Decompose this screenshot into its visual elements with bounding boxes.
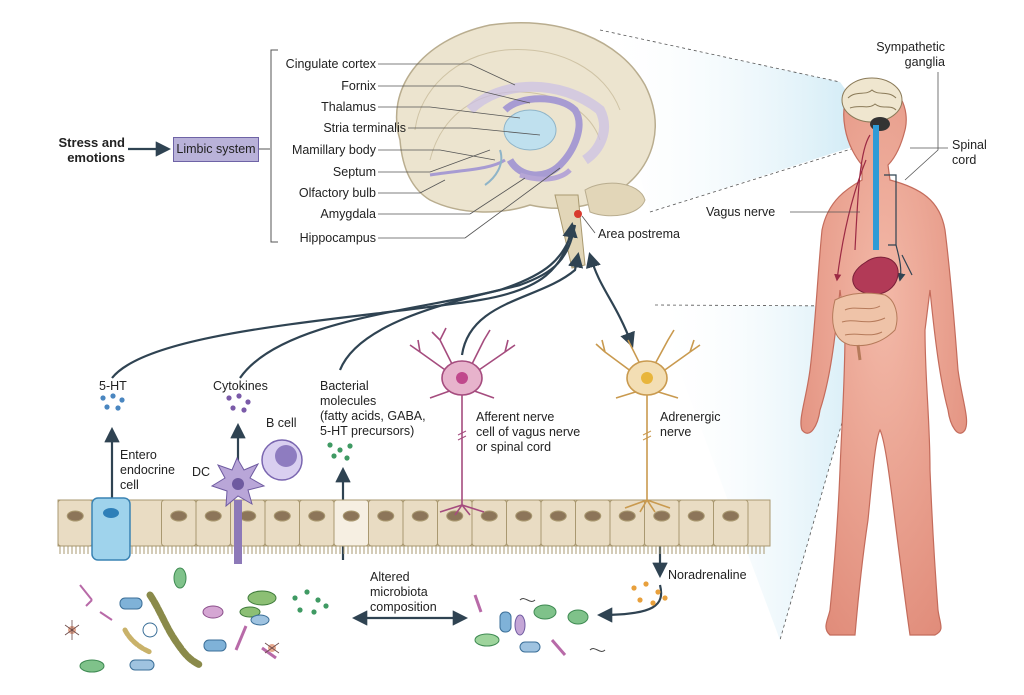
label-altered-line3: composition: [370, 600, 437, 614]
gut-brain-arrows: [104, 221, 668, 626]
label-bacterial-molecules: Bacterial molecules (fatty acids, GABA, …: [320, 379, 426, 439]
stress-label: Stress and emotions: [50, 135, 125, 165]
b-cell-icon: [261, 439, 303, 481]
dendritic-cell-icon: [210, 456, 266, 564]
bacterial-molecule-dots-icon: [292, 442, 353, 615]
label-bacterial-line1: Bacterial: [320, 379, 369, 393]
epithelial-nucleus: [170, 510, 188, 522]
epithelial-nucleus: [584, 510, 602, 522]
epithelial-nucleus: [515, 510, 533, 522]
label-afferent-line2: cell of vagus nerve: [476, 425, 581, 439]
epithelial-nucleus: [549, 510, 567, 522]
label-spinal-line1: Spinal: [952, 138, 987, 152]
epithelial-cell: [161, 499, 197, 547]
epithelial-nucleus: [411, 510, 429, 522]
serotonin-dots-icon: [100, 393, 125, 411]
enteroendocrine-cell-icon: [91, 497, 131, 561]
label-entero-line2: endocrine: [120, 463, 175, 477]
afferent-neuron-icon: [409, 327, 516, 516]
label-sympathetic-line2: ganglia: [904, 55, 945, 69]
epithelial-cell: [678, 499, 714, 547]
stress-label-line2: emotions: [67, 150, 125, 165]
epithelial-cell: [368, 499, 404, 547]
label-amygdala: Amygdala: [320, 207, 376, 221]
epithelial-cell: [264, 499, 300, 547]
body-leader-lines: [790, 72, 948, 213]
label-bacterial-line2: molecules: [320, 394, 377, 408]
epithelial-cell: [195, 499, 231, 547]
brain-leader-lines: [378, 63, 596, 239]
epithelial-cell: [540, 499, 576, 547]
epithelial-nucleus: [204, 510, 222, 522]
epithelial-nucleus: [377, 510, 395, 522]
label-altered-line2: microbiota: [370, 585, 428, 599]
label-stria-terminalis: Stria terminalis: [323, 121, 406, 135]
cytokine-dots-icon: [226, 393, 251, 413]
epithelial-nucleus: [239, 510, 257, 522]
epithelial-nucleus: [308, 510, 326, 522]
epithelial-nucleus: [653, 510, 671, 522]
epithelial-nucleus: [66, 510, 84, 522]
epithelial-nucleus: [722, 510, 740, 522]
epithelial-nucleus: [446, 510, 464, 522]
label-afferent-line3: or spinal cord: [476, 440, 552, 454]
stress-label-line1: Stress and: [58, 135, 125, 150]
label-entero-line1: Entero: [120, 448, 157, 462]
label-dc: DC: [192, 465, 211, 479]
label-afferent-line1: Afferent nerve: [476, 410, 555, 424]
brain-icon: [395, 22, 656, 269]
label-sympathetic-ganglia: Sympathetic ganglia: [850, 40, 945, 70]
label-spinal-cord: Spinal cord: [952, 138, 987, 168]
altered-microbiota-icon: [473, 594, 606, 656]
label-adrenergic-line2: nerve: [660, 425, 692, 439]
label-area-postrema: Area postrema: [598, 227, 680, 241]
label-adrenergic-line1: Adrenergic: [660, 410, 721, 424]
label-mamillary-body: Mamillary body: [291, 143, 376, 157]
label-bacterial-line3: (fatty acids, GABA,: [320, 409, 426, 423]
label-bacterial-line4: 5-HT precursors): [320, 424, 415, 438]
adrenergic-neuron-icon: [595, 329, 701, 513]
epithelium-icon: [57, 499, 771, 554]
label-noradrenaline: Noradrenaline: [668, 568, 747, 582]
epithelial-nucleus: [342, 510, 360, 522]
label-spinal-line2: cord: [952, 153, 977, 167]
limbic-system-box: Limbic system: [173, 137, 259, 162]
label-afferent-nerve: Afferent nerve cell of vagus nerve or sp…: [476, 410, 580, 455]
label-adrenergic-nerve: Adrenergic nerve: [660, 410, 720, 440]
epithelial-nucleus: [273, 510, 291, 522]
human-body-icon: [800, 77, 968, 636]
epithelial-cell: [713, 499, 749, 547]
label-fornix: Fornix: [341, 79, 376, 93]
label-serotonin: 5-HT: [99, 379, 127, 393]
label-altered-microbiota: Altered microbiota composition: [370, 570, 437, 615]
label-cingulate-cortex: Cingulate cortex: [285, 57, 376, 71]
label-b-cell: B cell: [266, 416, 297, 430]
noradrenaline-dots-icon: [631, 581, 668, 606]
label-thalamus: Thalamus: [321, 100, 376, 114]
label-hippocampus: Hippocampus: [299, 231, 376, 245]
label-olfactory-bulb: Olfactory bulb: [298, 186, 376, 200]
epithelial-cell: [299, 499, 335, 547]
epithelial-cell: [402, 499, 438, 547]
epithelial-cell: [575, 499, 611, 547]
epithelial-cell: [471, 499, 507, 547]
label-altered-line1: Altered: [370, 570, 410, 584]
microbiota-icon: [64, 567, 280, 673]
label-enteroendocrine-cell: Entero endocrine cell: [120, 448, 175, 493]
label-septum: Septum: [332, 165, 376, 179]
epithelial-nucleus: [618, 510, 636, 522]
epithelial-nucleus: [687, 510, 705, 522]
label-cytokines: Cytokines: [213, 379, 268, 393]
label-entero-line3: cell: [120, 478, 139, 492]
label-vagus-nerve: Vagus nerve: [706, 205, 776, 219]
label-bracket: [270, 49, 278, 243]
epithelial-cell: [506, 499, 542, 547]
epithelial-cell: [57, 499, 93, 547]
epithelial-cell: [333, 499, 369, 547]
epithelial-cell: [644, 499, 680, 547]
epithelial-nucleus: [480, 510, 498, 522]
label-sympathetic-line1: Sympathetic: [876, 40, 945, 54]
